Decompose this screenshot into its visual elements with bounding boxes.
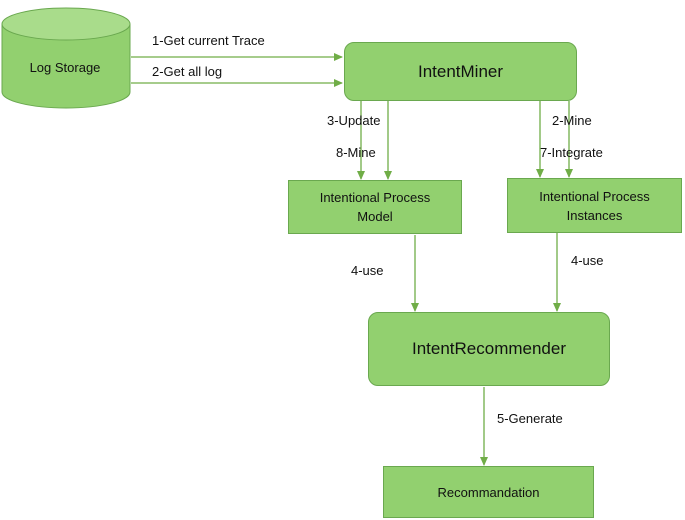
intent-miner-node: IntentMiner [344,42,577,101]
recommandation-node: Recommandation [383,466,594,518]
edge-label-generate: 5-Generate [497,411,563,426]
edge-label-update: 3-Update [327,113,381,128]
process-model-node: Intentional Process Model [288,180,462,234]
log-storage-cylinder [1,7,131,109]
recommandation-label: Recommandation [437,484,540,500]
intent-miner-label: IntentMiner [417,61,504,81]
edge-label-mine-8: 8-Mine [336,145,376,160]
edge-label-use-right: 4-use [571,253,604,268]
process-instances-label: Intentional Process Instances [539,188,650,223]
edge-label-get-current-trace: 1-Get current Trace [152,33,265,48]
process-instances-node: Intentional Process Instances [507,178,682,233]
edge-label-mine-2: 2-Mine [552,113,592,128]
edge-label-use-left: 4-use [351,263,384,278]
edge-label-get-all-log: 2-Get all log [152,64,223,79]
edge-label-integrate: 7-Integrate [540,145,603,160]
intent-recommender-label: IntentRecommender [411,339,567,358]
log-storage-label: Log Storage [29,60,101,75]
intent-recommender-node: IntentRecommender [368,312,610,386]
process-model-label: Intentional Process Model [319,190,431,224]
